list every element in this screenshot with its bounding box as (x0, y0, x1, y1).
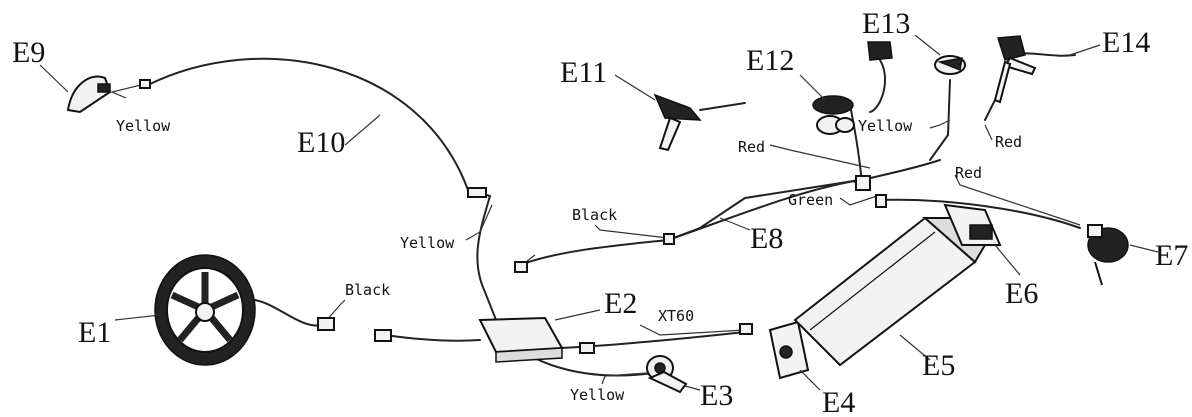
label-e10: E10 (297, 126, 345, 159)
label-e8: E8 (750, 222, 783, 255)
wire-label-xt60: XT60 (658, 307, 694, 325)
e1-hub-motor (154, 254, 335, 366)
label-e11: E11 (560, 56, 607, 89)
e4-battery-mount (739, 320, 810, 380)
label-e7: E7 (1155, 239, 1188, 272)
e5-battery (793, 216, 987, 367)
label-e9: E9 (12, 36, 45, 69)
wire-label-red-e11: Red (738, 138, 765, 156)
e13-cable (869, 59, 886, 113)
e12-control (812, 95, 855, 135)
e11-cable (699, 102, 746, 111)
e13-thumb-control (867, 41, 966, 75)
label-e4: E4 (822, 386, 855, 417)
wire-label-yellow-e10: Yellow (400, 234, 455, 252)
wire-label-yellow-e9: Yellow (116, 117, 171, 135)
wire-label-yellow-e3: Yellow (570, 386, 625, 404)
label-e14: E14 (1102, 26, 1150, 59)
e11-brake-lever (653, 93, 702, 152)
e8-harness (514, 175, 887, 273)
label-e5: E5 (922, 349, 955, 382)
label-e1: E1 (78, 316, 111, 349)
component-labels: E9 E10 E1 E2 E3 E4 E5 E6 E7 E8 E11 E12 E… (12, 7, 1188, 417)
e2-controller (374, 316, 595, 363)
wire-label-green: Green (788, 191, 833, 209)
label-leaders (110, 83, 1081, 385)
component-leaders (39, 34, 1159, 391)
e10-cable (147, 57, 491, 197)
e6-battery-latch (943, 203, 1002, 246)
e10-sensor-cable (139, 79, 487, 198)
wire-label-black-e8: Black (572, 206, 617, 224)
wire-labels: Yellow Yellow Black Black XT60 Yellow Re… (116, 117, 1022, 404)
wire-label-red-e7: Red (955, 164, 982, 182)
hub-to-e7-cable (879, 198, 1081, 229)
e14-brake-lever (993, 35, 1037, 104)
e3-throttle (646, 355, 688, 394)
label-e6: E6 (1005, 277, 1038, 310)
controller-motor-cable (384, 334, 481, 342)
wire-label-red-e14: Red (995, 133, 1022, 151)
wire-label-yellow-e13: Yellow (858, 117, 913, 135)
label-e3: E3 (700, 379, 733, 412)
e13-down-cable (929, 79, 951, 161)
motor-cable (254, 299, 326, 327)
e8-cable-2 (667, 179, 861, 241)
wire-label-black-motor: Black (345, 281, 390, 299)
e10-down-cable (476, 195, 501, 331)
e9-brake-sensor (66, 75, 112, 114)
label-e2: E2 (604, 287, 637, 320)
label-e13: E13 (862, 7, 910, 40)
label-e12: E12 (746, 44, 794, 77)
e7-display (1087, 224, 1129, 286)
